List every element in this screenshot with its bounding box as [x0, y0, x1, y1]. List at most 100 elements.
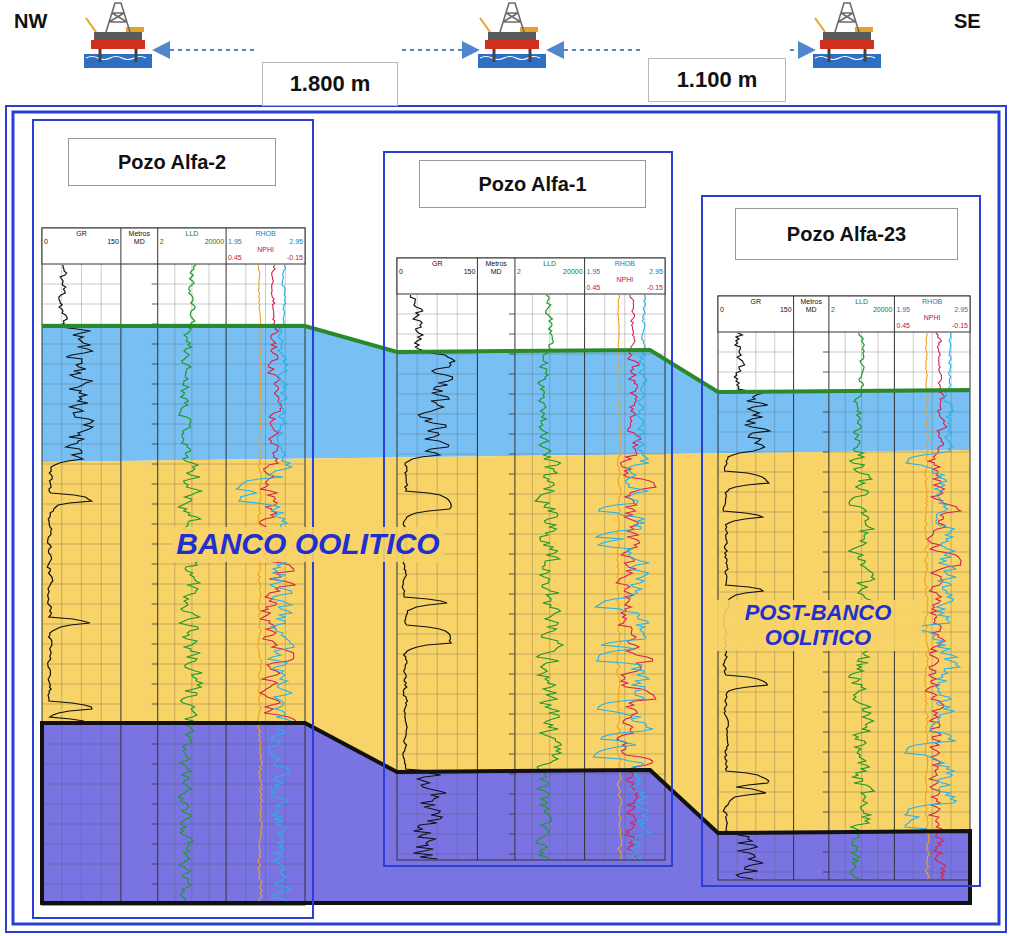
depth-tick	[823, 812, 829, 813]
log-curve	[259, 265, 296, 721]
log-header-label: LLD	[831, 298, 893, 306]
depth-tick	[823, 752, 829, 753]
log-header-label: NPHI	[896, 314, 968, 322]
depth-tick	[823, 432, 829, 433]
hull	[485, 40, 539, 49]
depth-tick	[823, 492, 829, 493]
grid-line	[951, 332, 952, 880]
derrick	[500, 3, 524, 32]
depth-tick	[509, 714, 515, 715]
platform-icon	[478, 3, 546, 68]
depth-tick	[152, 524, 158, 525]
zone-label: BANCO OOLITICO	[172, 527, 443, 562]
inner-frame	[13, 112, 999, 924]
depth-tick	[509, 494, 515, 495]
log-header-label: -0.15	[228, 254, 303, 262]
log-header-label: NPHI	[587, 276, 663, 284]
grid-line	[457, 294, 458, 860]
depth-tick	[823, 672, 829, 673]
deck	[823, 32, 871, 40]
depth-tick	[152, 484, 158, 485]
track-separator	[828, 296, 829, 880]
log-header-label: 2.95	[896, 306, 968, 314]
depth-tick	[152, 884, 158, 885]
grid-line	[101, 264, 102, 905]
well-name: 1.100 m	[677, 67, 758, 93]
distance-arrow	[790, 49, 814, 51]
track-separator	[894, 296, 895, 880]
depth-tick	[509, 694, 515, 695]
depth-tick	[823, 412, 829, 413]
depth-tick	[509, 614, 515, 615]
lower-band	[42, 723, 970, 903]
sea	[84, 54, 152, 68]
depth-tick	[509, 514, 515, 515]
grid-line	[61, 264, 62, 905]
depth-tick	[823, 472, 829, 473]
log-header-label: GR	[399, 260, 475, 268]
depth-tick	[823, 732, 829, 733]
leg	[99, 49, 102, 62]
well-name: Pozo Alfa-2	[118, 151, 226, 174]
log-header	[42, 228, 305, 264]
log-header	[718, 296, 970, 332]
depth-tick	[152, 664, 158, 665]
depth-tick	[509, 794, 515, 795]
depth-tick	[509, 434, 515, 435]
log-border	[42, 228, 305, 905]
depth-tick	[152, 464, 158, 465]
depth-tick	[152, 564, 158, 565]
depth-tick	[509, 354, 515, 355]
leg	[828, 49, 831, 62]
leg	[864, 49, 867, 62]
log-header-label: MD	[479, 268, 513, 276]
depth-tick	[152, 644, 158, 645]
depth-tick	[823, 792, 829, 793]
depth-tick	[509, 674, 515, 675]
track-separator	[157, 228, 158, 905]
log-curve	[402, 295, 455, 859]
depth-tick	[823, 452, 829, 453]
depth-tick	[509, 374, 515, 375]
hull	[820, 40, 874, 49]
log-header-label: RHOB	[228, 230, 303, 238]
grid-line	[567, 294, 568, 860]
depth-tick	[509, 474, 515, 475]
grid-line	[532, 294, 533, 860]
log-header-label: 150	[720, 306, 792, 314]
depth-tick	[152, 284, 158, 285]
depth-tick	[152, 424, 158, 425]
outer-frame	[6, 106, 1006, 932]
sea	[478, 54, 546, 68]
log-header-label: -0.15	[587, 284, 663, 292]
log-header-label: 150	[44, 238, 119, 246]
deck	[94, 32, 142, 40]
depth-tick	[509, 574, 515, 575]
depth-tick	[152, 744, 158, 745]
depth-tick	[509, 454, 515, 455]
log-curve	[905, 333, 960, 831]
log-header-label: 20000	[831, 306, 893, 314]
log-header-label: Metros	[123, 230, 156, 238]
distance-box: 1.100 m	[648, 58, 786, 102]
depth-tick	[823, 712, 829, 713]
depth-tick	[509, 654, 515, 655]
depth-tick	[509, 554, 515, 555]
depth-tick	[823, 772, 829, 773]
depth-tick	[509, 534, 515, 535]
depth-tick	[823, 872, 829, 873]
depth-tick	[152, 864, 158, 865]
depth-tick	[152, 844, 158, 845]
depth-tick	[152, 604, 158, 605]
log-curve	[925, 333, 961, 879]
depth-tick	[823, 572, 829, 573]
log-header-label: LLD	[160, 230, 224, 238]
log-header-label: 2.95	[228, 238, 303, 246]
depth-tick	[152, 824, 158, 825]
depth-tick	[509, 854, 515, 855]
log-curve	[535, 295, 563, 859]
log-header-label: RHOB	[587, 260, 663, 268]
zone-label: POST-BANCO OOLITICO	[714, 600, 922, 651]
crane	[815, 18, 825, 32]
